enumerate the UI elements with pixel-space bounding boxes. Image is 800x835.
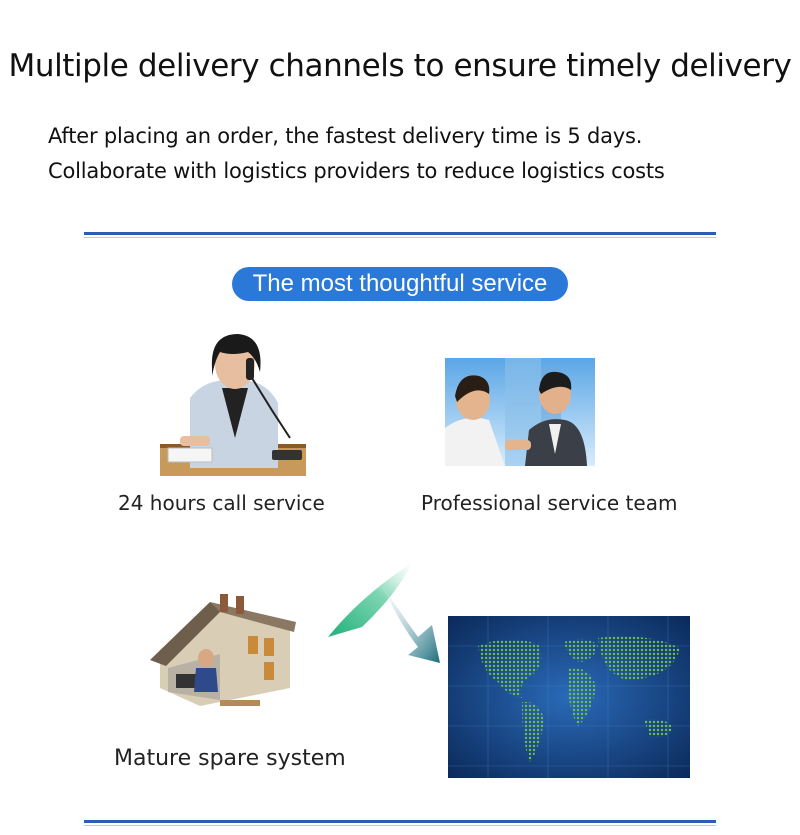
- house-office-photo: [140, 588, 302, 712]
- bottom-divider: [84, 820, 716, 826]
- delivery-time-line: After placing an order, the fastest deli…: [48, 124, 643, 148]
- arrow-icon: [322, 555, 452, 665]
- call-service-label: 24 hours call service: [118, 491, 325, 515]
- world-map-photo: [448, 616, 690, 778]
- service-badge: The most thoughtful service: [232, 267, 568, 301]
- spare-system-label: Mature spare system: [114, 746, 346, 771]
- logistics-line: Collaborate with logistics providers to …: [48, 159, 665, 183]
- page-title: Multiple delivery channels to ensure tim…: [8, 48, 792, 84]
- call-center-photo: [160, 328, 306, 476]
- business-team-photo: [445, 358, 595, 466]
- top-divider: [84, 232, 716, 238]
- service-team-label: Professional service team: [421, 491, 678, 515]
